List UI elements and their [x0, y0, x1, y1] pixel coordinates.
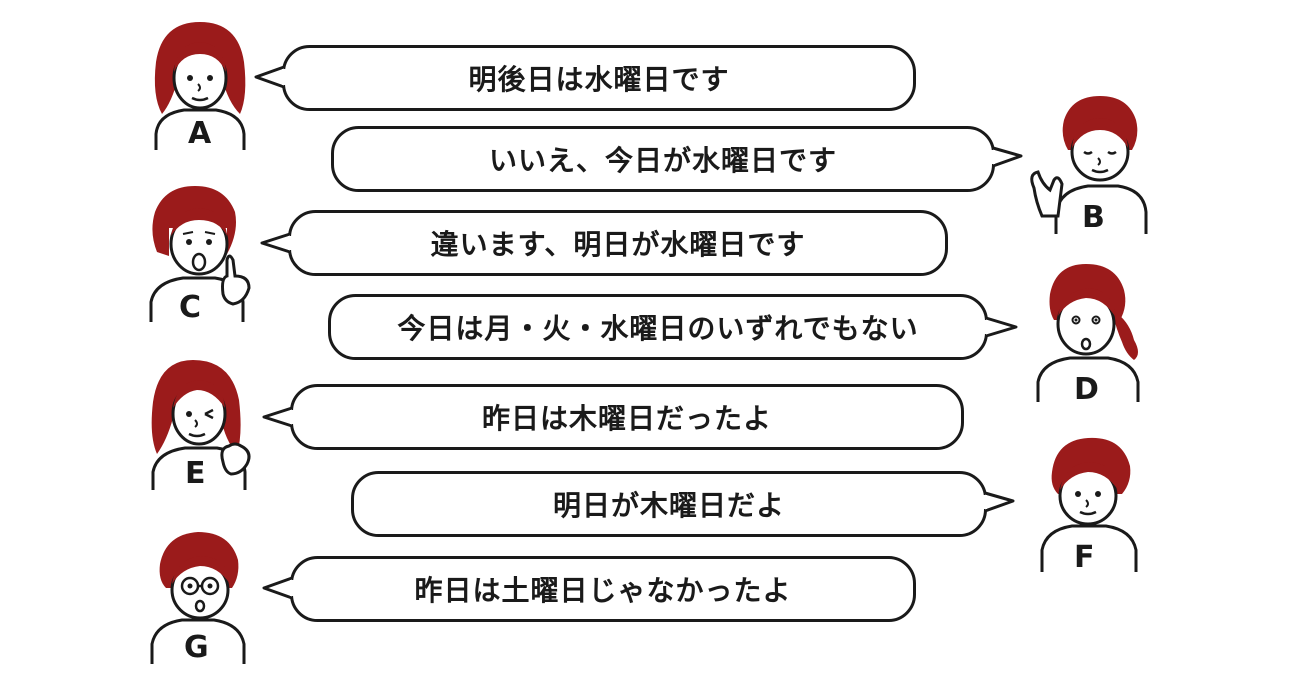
- person-b-illustration: [1030, 96, 1148, 234]
- statement-c: 違います、明日が水曜日です: [430, 228, 806, 261]
- person-c: C: [145, 182, 257, 328]
- speech-bubble-b: いいえ、今日が水曜日です: [331, 126, 1023, 192]
- label-g: G: [184, 630, 209, 665]
- speech-bubble-a: 明後日は水曜日です: [254, 45, 916, 111]
- speech-bubble-c: 違います、明日が水曜日です: [260, 210, 948, 276]
- person-c-illustration: [149, 186, 251, 322]
- statement-d: 今日は月・火・水曜日のいずれでもない: [397, 312, 919, 345]
- bubble-outline-a: [254, 45, 916, 111]
- label-b: B: [1082, 200, 1105, 235]
- person-a-illustration: [154, 22, 246, 150]
- statement-g: 昨日は土曜日じゃなかったよ: [414, 574, 792, 607]
- speech-bubble-d: 今日は月・火・水曜日のいずれでもない: [328, 294, 1018, 360]
- label-d: D: [1074, 372, 1099, 407]
- person-e: E: [143, 356, 263, 496]
- bubble-outline-f: [351, 471, 1015, 537]
- person-d-illustration: [1036, 264, 1140, 402]
- label-e: E: [185, 456, 206, 491]
- person-g: G: [148, 530, 252, 670]
- speech-bubble-g: 昨日は土曜日じゃなかったよ: [262, 556, 916, 622]
- label-f: F: [1074, 540, 1095, 575]
- person-b: B: [1020, 92, 1150, 235]
- label-a: A: [188, 116, 212, 151]
- person-g-illustration: [150, 532, 246, 664]
- bubble-outline-c: [260, 210, 948, 276]
- bubble-outline-g: [262, 556, 916, 622]
- person-f-illustration: [1040, 437, 1138, 572]
- speech-bubble-e: 昨日は木曜日だったよ: [262, 384, 964, 450]
- person-d: D: [1030, 258, 1150, 408]
- speech-bubble-f: 明日が木曜日だよ: [351, 471, 1015, 537]
- person-e-illustration: [151, 360, 251, 490]
- statement-e: 昨日は木曜日だったよ: [481, 402, 772, 435]
- label-c: C: [179, 290, 202, 325]
- bubble-outline-d: [328, 294, 1018, 360]
- bubble-outline-b: [331, 126, 1023, 192]
- statement-b: いいえ、今日が水曜日です: [488, 144, 837, 177]
- bubble-outline-e: [262, 384, 964, 450]
- person-a: A: [148, 18, 252, 151]
- statement-f: 明日が木曜日だよ: [552, 489, 785, 522]
- statement-a: 明後日は水曜日です: [468, 63, 730, 96]
- person-f: F: [1036, 432, 1148, 578]
